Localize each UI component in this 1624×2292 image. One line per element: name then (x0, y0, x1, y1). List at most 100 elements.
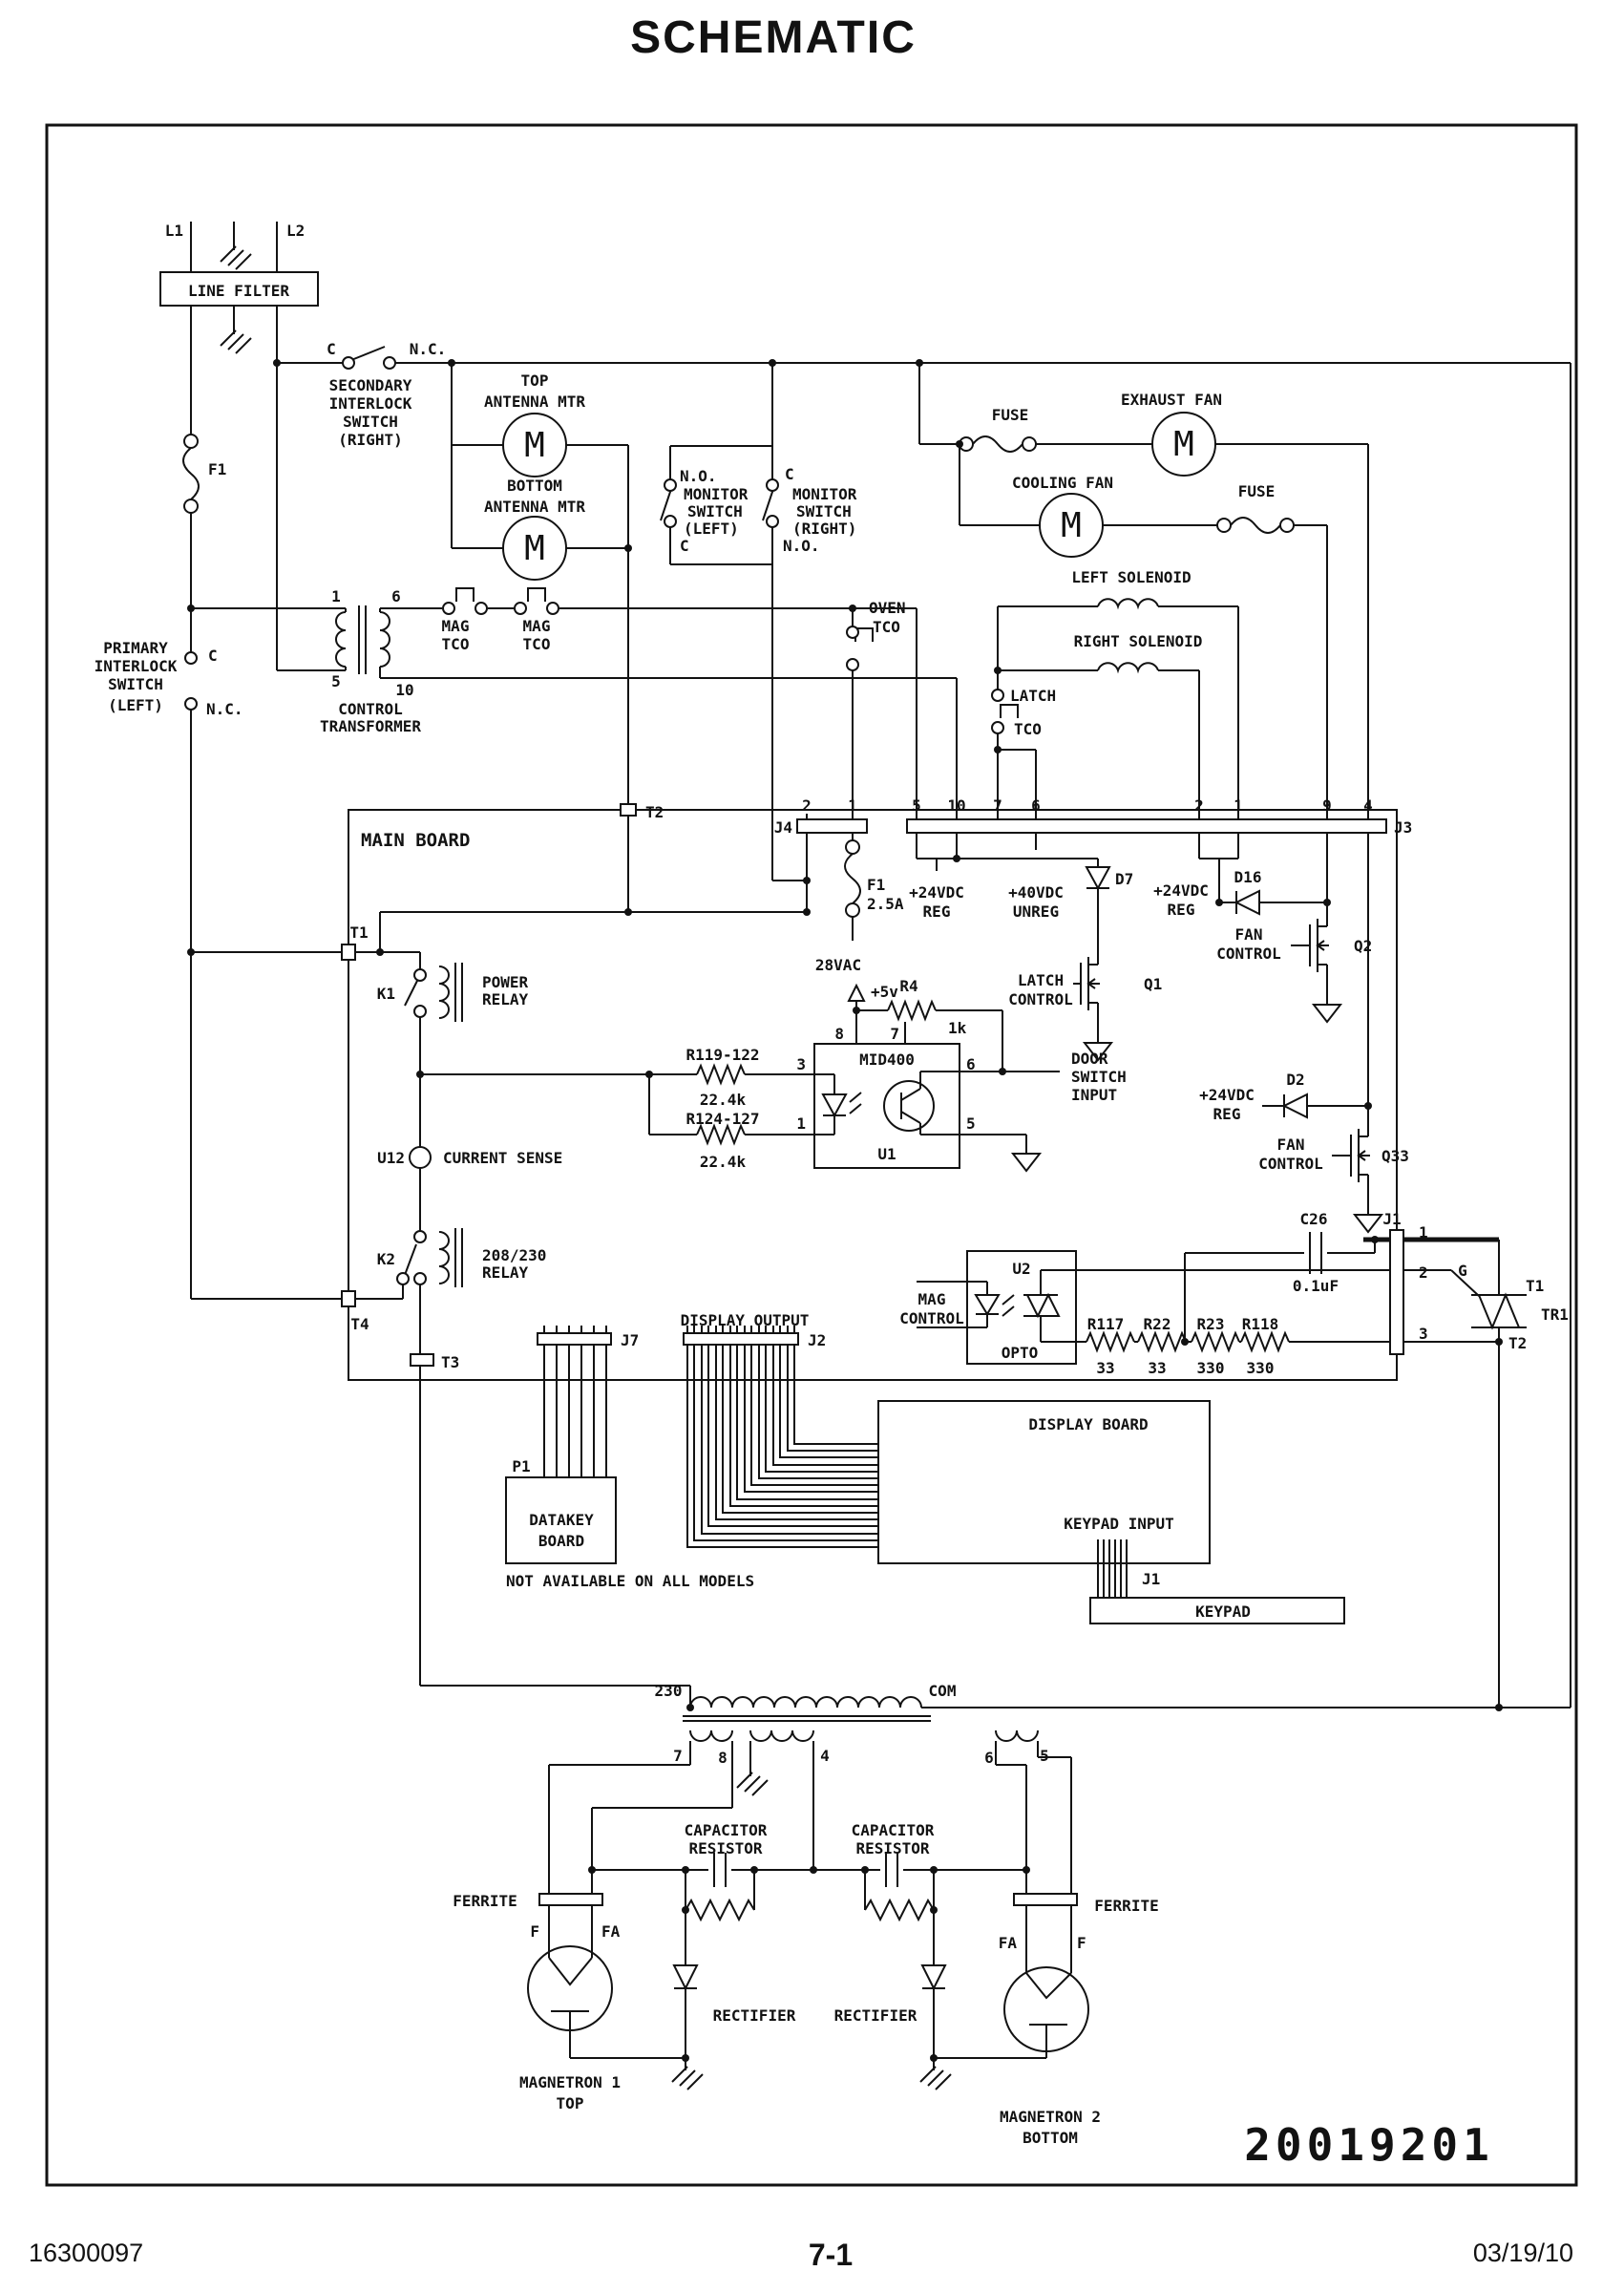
label-c26: C26 (1300, 1210, 1328, 1228)
t1-terminal (341, 944, 356, 961)
label-u1-pin1: 1 (796, 1114, 806, 1133)
connectors (159, 271, 1404, 1906)
label-u1: U1 (877, 1145, 896, 1163)
label-line-filter: LINE FILTER (188, 282, 289, 300)
label-bottom: BOTTOM (507, 477, 562, 495)
label-u2: U2 (1012, 1260, 1030, 1278)
label-latch-control-1: LATCH (1018, 971, 1064, 989)
label-latch-tco: TCO (1014, 720, 1042, 738)
label-reg-2: REG (1168, 901, 1195, 919)
label-magnetron-2: MAGNETRON 2 (1000, 2108, 1101, 2126)
label-bt-pin7: 7 (673, 1747, 683, 1765)
label-28vac: 28VAC (815, 956, 861, 974)
label-pri-c: C (208, 647, 218, 665)
cooling-fan-motor (1039, 493, 1104, 558)
label-230: 230 (655, 1682, 683, 1700)
t3-terminal (410, 1353, 434, 1367)
label-datakey: DATAKEY (529, 1511, 594, 1529)
label-p1: P1 (512, 1457, 530, 1475)
page-border (45, 123, 1578, 2187)
label-bt-pin5: 5 (1040, 1747, 1049, 1765)
label-r118-val: 330 (1247, 1359, 1275, 1377)
contacts (183, 356, 1295, 1285)
label-fan-2: FAN (1277, 1135, 1305, 1154)
label-j1-keypad: J1 (1142, 1570, 1160, 1588)
label-j1-pin2: 2 (1419, 1263, 1428, 1282)
t4-terminal (341, 1290, 356, 1307)
label-fan-1: FAN (1235, 925, 1263, 944)
label-triac-t2: T2 (1508, 1334, 1527, 1352)
label-xfmr-pin10: 10 (395, 681, 413, 699)
label-r22: R22 (1144, 1315, 1171, 1333)
label-q1: Q1 (1144, 975, 1162, 993)
label-j4-pin1: 1 (848, 796, 857, 815)
label-r4: R4 (899, 977, 917, 995)
keypad-box (1089, 1597, 1345, 1624)
label-tr1: TR1 (1541, 1305, 1569, 1324)
exhaust-fan-motor (1151, 412, 1216, 477)
label-cap-2: CAPACITOR (852, 1821, 935, 1839)
label-right-solenoid: RIGHT SOLENOID (1074, 632, 1203, 650)
label-display-board: DISPLAY BOARD (1028, 1415, 1148, 1433)
motors (502, 412, 1216, 2052)
label-keypad-input: KEYPAD INPUT (1064, 1515, 1174, 1533)
label-keypad: KEYPAD (1195, 1602, 1251, 1621)
label-l2: L2 (286, 222, 305, 240)
chassis-grounds (220, 245, 952, 2090)
label-r22-val: 33 (1148, 1359, 1166, 1377)
label-left-solenoid: LEFT SOLENOID (1071, 568, 1191, 586)
junction-dots (187, 359, 1503, 2062)
label-j3-pin6: 6 (1031, 796, 1041, 815)
label-u1-pin6: 6 (966, 1055, 976, 1073)
label-j1-pin1: 1 (1419, 1223, 1428, 1242)
j1-connector (1389, 1229, 1404, 1355)
label-r23-val: 330 (1197, 1359, 1225, 1377)
label-j3-pin2: 2 (1194, 796, 1204, 815)
label-fan-control-2: CONTROL (1258, 1155, 1322, 1173)
label-bt-pin8: 8 (718, 1749, 728, 1767)
drawing-number: 20019201 (1244, 2119, 1494, 2171)
label-sec-nc: N.C. (410, 340, 447, 358)
label-d2: D2 (1286, 1071, 1304, 1089)
label-t1: T1 (349, 923, 368, 942)
label-cooling-fan: COOLING FAN (1012, 474, 1113, 492)
label-t2: T2 (645, 803, 664, 821)
label-current-sense: CURRENT SENSE (443, 1149, 562, 1167)
label-fa-mag2: FA (999, 1934, 1018, 1952)
label-j4: J4 (774, 818, 792, 837)
label-j3-pin7: 7 (993, 796, 1002, 815)
opto-box (966, 1250, 1077, 1365)
label-r23: R23 (1197, 1315, 1225, 1333)
j2-connector (683, 1332, 799, 1346)
label-t3: T3 (441, 1353, 459, 1371)
t2-terminal (620, 803, 637, 817)
label-u1-pin3: 3 (796, 1055, 806, 1073)
label-pri-nc: N.C. (206, 700, 243, 718)
display-board-box (877, 1400, 1211, 1564)
label-j3: J3 (1394, 818, 1412, 837)
label-magtco1-mag: MAG (442, 617, 470, 635)
label-bt-pin6: 6 (984, 1749, 994, 1767)
label-r117: R117 (1087, 1315, 1125, 1333)
label-door-input: INPUT (1071, 1086, 1117, 1104)
label-magnetron-1: MAGNETRON 1 (519, 2073, 621, 2091)
label-monr-right: (RIGHT) (792, 520, 856, 538)
j3-connector (906, 818, 1387, 834)
label-u1-pin7: 7 (890, 1025, 899, 1043)
label-magtco1-tco: TCO (442, 635, 470, 653)
label-secondary: SECONDARY (329, 376, 412, 394)
label-oven-tco: TCO (873, 618, 900, 636)
label-xfmr-pin5: 5 (331, 672, 341, 690)
label-monl-left: (LEFT) (684, 520, 739, 538)
label-top-antenna: ANTENNA MTR (484, 393, 585, 411)
label-bt-pin4: 4 (820, 1747, 830, 1765)
keypad-bundle (1097, 1539, 1128, 1598)
label-bottom-antenna: ANTENNA MTR (484, 498, 585, 516)
j4-connector (796, 818, 868, 834)
label-magtco2-tco: TCO (523, 635, 551, 653)
label-right: (RIGHT) (338, 431, 402, 449)
label-j3-pin10: 10 (947, 796, 965, 815)
label-datakey-board: BOARD (538, 1532, 584, 1550)
label-d16: D16 (1234, 868, 1262, 886)
